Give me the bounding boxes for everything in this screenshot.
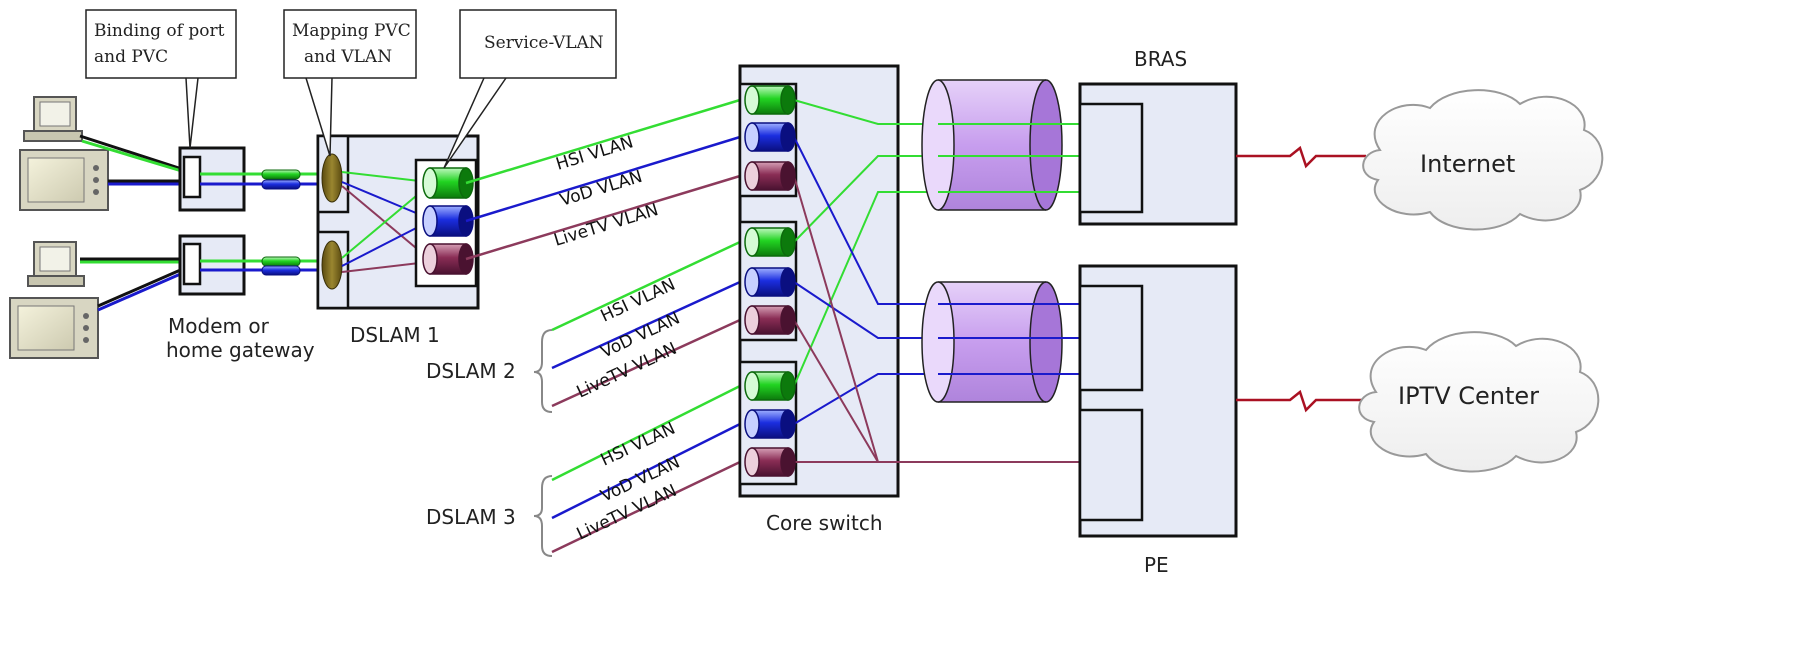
callout-service-vlan-text: Service-VLAN	[484, 33, 604, 53]
internet-label: Internet	[1420, 150, 1515, 178]
pvc-port-ellipse	[321, 153, 343, 203]
core-cylinders-group-1	[744, 85, 796, 191]
modem-1	[178, 146, 246, 212]
callout-binding-line2: and PVC	[94, 47, 168, 67]
pe-label: PE	[1144, 553, 1169, 577]
home-cables	[79, 134, 186, 312]
core-cylinders-group-3	[744, 371, 796, 477]
vod-vlan-cylinder	[422, 205, 474, 237]
dslam1-internal-links	[341, 171, 429, 273]
callout-mapping-line1: Mapping PVC	[292, 21, 411, 41]
modem-2	[178, 234, 246, 296]
dslam2-label: DSLAM 2	[426, 359, 516, 383]
pvc-port-ellipse	[321, 240, 343, 290]
wan-link-iptv	[1236, 389, 1366, 413]
dslam3-label: DSLAM 3	[426, 505, 516, 529]
dslam2-brace	[533, 329, 553, 413]
pvc-tube	[261, 169, 301, 190]
vlan-label-hsi: HSI VLAN	[554, 132, 636, 174]
dslam3-brace	[533, 475, 553, 557]
iptv-center-label: IPTV Center	[1398, 382, 1539, 410]
hsi-vlan-cylinder	[422, 167, 474, 199]
dslam1-label: DSLAM 1	[350, 323, 440, 347]
wan-link-internet	[1236, 145, 1366, 169]
trunk-pipe-bras	[921, 79, 1063, 211]
bras-label: BRAS	[1134, 47, 1187, 71]
dslam-uplinks	[465, 98, 741, 554]
callout-binding: Binding of port and PVC	[85, 9, 237, 149]
trunk-pipe-pe	[921, 281, 1063, 403]
bras-device	[1078, 82, 1238, 226]
vlan-label-vod: VoD VLAN	[558, 167, 645, 211]
callout-binding-line1: Binding of port	[94, 21, 225, 41]
modem-label-line2: home gateway	[166, 338, 315, 362]
pc-icon	[23, 96, 83, 142]
core-switch-label: Core switch	[766, 511, 883, 535]
pvc-tube	[261, 256, 301, 276]
tv-icon	[9, 297, 99, 359]
internet-cloud: Internet	[1362, 89, 1604, 231]
livetv-vlan-cylinder	[422, 243, 474, 275]
core-cylinders-group-2	[744, 227, 796, 335]
callout-service-vlan: Service-VLAN	[443, 9, 617, 169]
iptv-center-cloud: IPTV Center	[1358, 331, 1600, 473]
pc-icon	[27, 241, 85, 287]
modem-label-line1: Modem or	[168, 314, 270, 338]
pe-device	[1078, 264, 1238, 538]
callout-mapping: Mapping PVC and VLAN	[283, 9, 417, 157]
callout-mapping-line2: and VLAN	[304, 47, 392, 67]
tv-icon	[19, 149, 109, 211]
pipe-links	[938, 123, 1084, 375]
